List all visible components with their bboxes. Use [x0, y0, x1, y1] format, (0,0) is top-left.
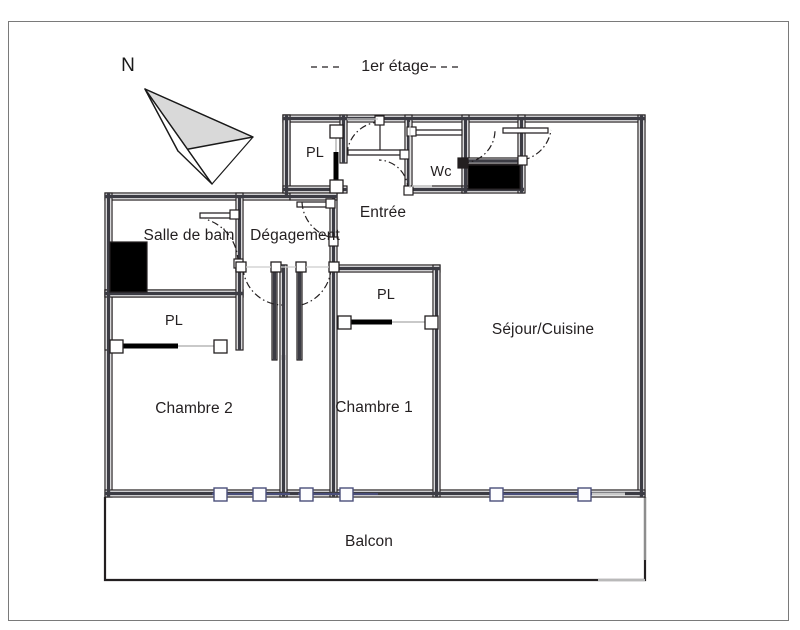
plan-title: 1er étage — [361, 58, 429, 75]
room-label-chambre-2: Chambre 2 — [155, 400, 233, 417]
door-swings — [199, 115, 552, 306]
wall-cores — [105, 115, 645, 497]
closet-sliding-doors[interactable] — [109, 124, 439, 354]
balcony-outline — [103, 497, 647, 582]
room-label-degagement: Dégagement — [250, 227, 340, 244]
bathtub-fixture — [109, 241, 148, 293]
fixtures — [109, 164, 521, 293]
north-arrow-icon — [144, 88, 254, 185]
compass-north-label: N — [121, 55, 135, 76]
room-label-pl-entree: PL — [306, 145, 324, 161]
page-border-frame — [8, 21, 789, 621]
wc-fixture — [467, 164, 521, 190]
windows — [212, 487, 625, 502]
wall-structure — [104, 114, 646, 498]
room-label-wc: Wc — [430, 164, 452, 180]
room-label-pl-chambre2: PL — [165, 313, 183, 329]
room-label-sejour-cuisine: Séjour/Cuisine — [491, 321, 595, 338]
room-label-pl-chambre1: PL — [377, 287, 395, 303]
room-label-balcon: Balcon — [345, 533, 393, 550]
room-label-salle-de-bain: Salle de bain — [143, 227, 235, 244]
room-label-chambre-1: Chambre 1 — [335, 399, 413, 416]
room-label-entree: Entrée — [359, 204, 407, 221]
